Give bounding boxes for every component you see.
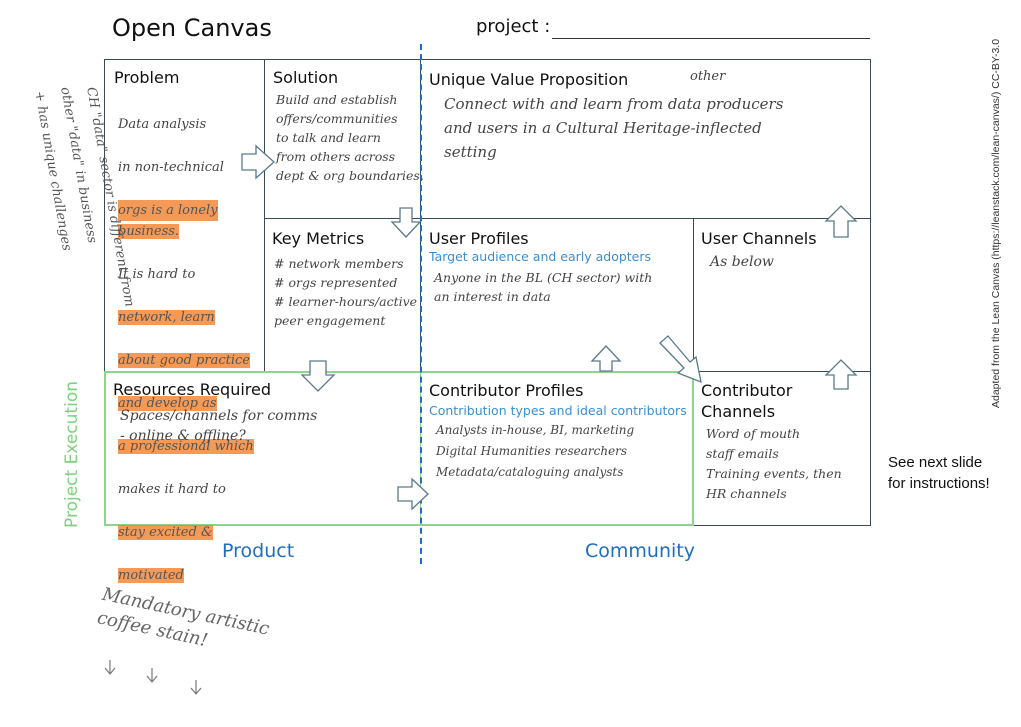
problem-line: makes it hard to <box>118 482 226 497</box>
canvas-title: Open Canvas <box>112 14 272 42</box>
uvp-title: Unique Value Proposition <box>429 70 629 89</box>
arrow-diagonal-icon <box>659 335 702 384</box>
project-input-line[interactable] <box>552 38 870 39</box>
project-label: project : <box>476 16 551 37</box>
uvp-handwriting: Connect with and learn from data produce… <box>444 95 784 161</box>
user-profiles-handwriting: Anyone in the BL (CH sector) with an int… <box>434 270 653 304</box>
arrow-down-icon <box>300 360 336 392</box>
problem-line-highlighted: orgs is a lonely <box>118 199 218 221</box>
solution-title: Solution <box>273 68 339 87</box>
product-label: Product <box>222 540 295 562</box>
key-metrics-handwriting: # network members # orgs represented # l… <box>274 256 418 328</box>
key-metrics-title: Key Metrics <box>272 229 365 248</box>
contributor-profiles-subtitle: Contribution types and ideal contributor… <box>429 403 687 418</box>
small-arrow-icon <box>146 668 158 683</box>
problem-line-highlighted: business. <box>118 224 180 239</box>
problem-handwriting: Data analysis in non-technical orgs is a… <box>118 92 254 608</box>
small-arrow-icon <box>104 660 116 675</box>
user-profiles-subtitle: Target audience and early adopters <box>429 249 652 264</box>
execution-bracket <box>104 371 694 526</box>
user-channels-handwriting: As below <box>710 254 774 270</box>
problem-line: Data analysis <box>118 116 207 132</box>
arrow-up-icon <box>824 359 858 390</box>
contributor-channels-title: Contributor Channels <box>701 381 793 421</box>
arrow-right-icon <box>241 144 275 180</box>
resources-handwriting: Spaces/channels for comms - online & off… <box>120 408 318 444</box>
instructions-note: See next slide for instructions! <box>888 454 990 492</box>
contributor-profiles-handwriting: Analysts in-house, BI, marketing Digital… <box>436 423 635 479</box>
small-arrow-icon <box>190 680 202 695</box>
community-label: Community <box>585 540 695 562</box>
arrow-down-icon <box>390 207 422 238</box>
problem-line-highlighted: motivated <box>118 568 184 583</box>
problem-line: It is hard to <box>118 267 196 282</box>
contributor-channels-handwriting: Word of mouth staff emails Training even… <box>706 426 842 501</box>
problem-title: Problem <box>114 68 180 87</box>
problem-line-highlighted: stay excited & <box>118 525 213 540</box>
problem-line-highlighted: and develop as <box>118 396 217 411</box>
solution-handwriting: Build and establish offers/communities t… <box>276 92 424 183</box>
contributor-profiles-title: Contributor Profiles <box>429 381 584 400</box>
problem-line-highlighted: a professional which <box>118 439 254 454</box>
user-profiles-title: User Profiles <box>429 229 529 248</box>
arrow-right-icon <box>397 477 429 511</box>
problem-line: in non-technical <box>118 159 224 175</box>
arrow-up-icon <box>824 205 858 238</box>
user-channels-title: User Channels <box>701 229 817 248</box>
product-community-divider <box>420 44 422 564</box>
problem-line-highlighted: network, learn <box>118 310 215 325</box>
uvp-other-note: other <box>690 69 726 84</box>
problem-line-highlighted: about good practice <box>118 353 250 368</box>
arrow-up-icon <box>590 345 622 372</box>
resources-title: Resources Required <box>113 380 272 399</box>
